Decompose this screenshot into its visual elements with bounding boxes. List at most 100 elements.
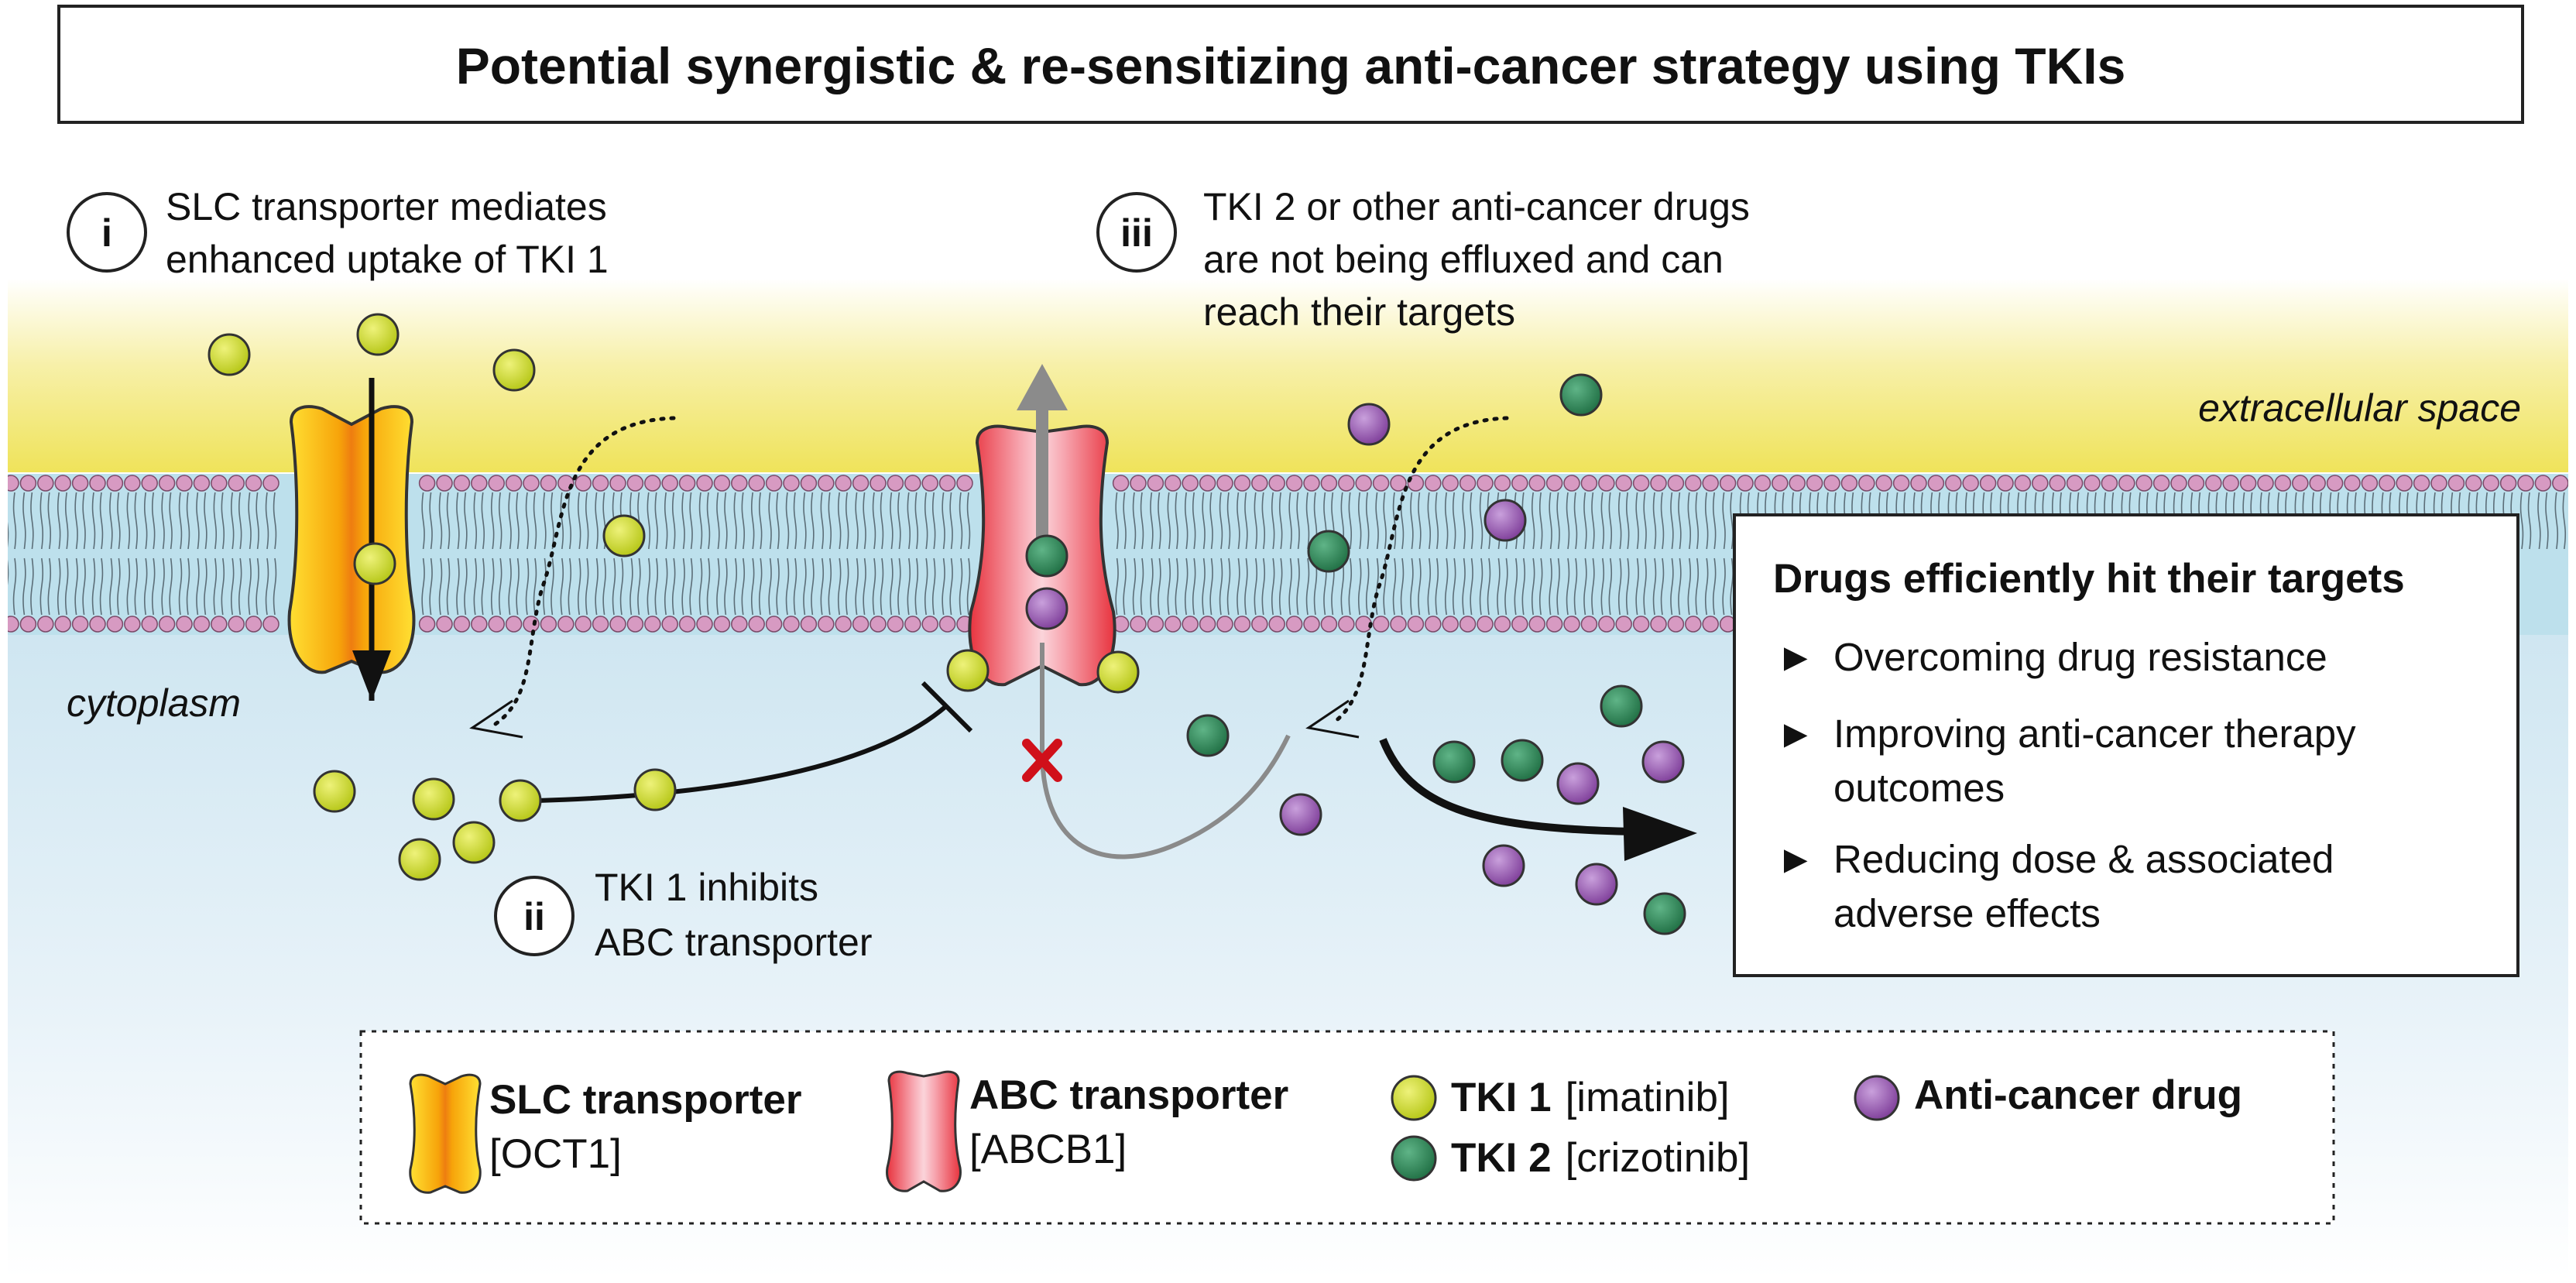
lipid-head (2170, 475, 2187, 492)
tki2-molecule (1186, 714, 1230, 757)
lipid-tail (820, 492, 832, 550)
lipid-tail (1375, 492, 1387, 550)
lipid-head (1320, 475, 1338, 492)
lipid-tail (1167, 557, 1179, 616)
lipid-head (2135, 475, 2152, 492)
lipid-head (1372, 616, 1390, 633)
lipid-tail (1704, 557, 1717, 616)
lipid-tail (698, 557, 711, 616)
lipid-tail (1254, 492, 1266, 550)
lipid-tail (1150, 557, 1161, 616)
lipid-tail (577, 557, 589, 616)
lipid-head (106, 475, 124, 492)
tki1-molecule (1096, 650, 1140, 694)
lipid-head (1233, 616, 1251, 633)
lipid-head (1580, 475, 1598, 492)
lipid-head (1199, 616, 1216, 633)
lipid-head (713, 616, 731, 633)
lipid-head (1719, 475, 1737, 492)
lipid-head (1494, 475, 1511, 492)
tki1-molecule (499, 779, 542, 822)
lipid-head (731, 616, 748, 633)
lipid-head (89, 475, 106, 492)
lipid-tail (577, 492, 589, 550)
lipid-head (1477, 616, 1494, 633)
lipid-tail (803, 557, 815, 616)
lipid-head (1285, 475, 1303, 492)
lipid-head (1147, 616, 1165, 633)
tki1-molecule (602, 514, 646, 557)
legend-slc-icon (409, 1073, 482, 1194)
legend-tki2-label: TKI 2[crizotinib] (1451, 1135, 1750, 1181)
lipid-tail (248, 557, 259, 616)
lipid-head (193, 475, 211, 492)
lipid-head (592, 616, 609, 633)
lipid-tail (178, 557, 190, 616)
tki2-molecule (1600, 684, 1643, 728)
lipid-tail (1462, 557, 1473, 616)
tki1-molecule (412, 777, 455, 821)
lipid-head (1182, 475, 1199, 492)
lipid-tail (716, 557, 728, 616)
lipid-head (1130, 475, 1147, 492)
step-iii: iii TKI 2 or other anti-cancer drugs are… (1096, 185, 1750, 334)
lipid-tail (508, 492, 520, 550)
lipid-tail (942, 557, 953, 616)
lipid-tail (109, 557, 121, 616)
lipid-head (2049, 475, 2066, 492)
extracellular-label: extracellular space (2198, 386, 2521, 430)
lipid-tail (1357, 557, 1370, 616)
lipid-head (1528, 475, 1545, 492)
lipid-head (418, 616, 436, 633)
lipid-head (2239, 475, 2257, 492)
lipid-head (852, 475, 870, 492)
lipid-head (1563, 616, 1580, 633)
lipid-head (1806, 475, 1823, 492)
outcome-item-2-line2: outcomes (1833, 766, 2005, 810)
lipid-head (471, 616, 488, 633)
lipid-head (1545, 475, 1563, 492)
lipid-tail (1357, 492, 1370, 550)
lipid-tail (647, 492, 659, 550)
lipid-head (609, 475, 626, 492)
lipid-head (523, 475, 540, 492)
lipid-tail (22, 492, 34, 550)
lipid-head (626, 475, 644, 492)
lipid-head (1754, 475, 1772, 492)
lipid-head (1685, 475, 1702, 492)
lipid-head (731, 475, 748, 492)
lipid-head (1667, 475, 1685, 492)
lipid-tail (508, 557, 520, 616)
legend-tki1-name: TKI 1 (1451, 1075, 1552, 1120)
play-triangle-icon: ► (1776, 712, 1815, 756)
lipid-tail (213, 492, 225, 550)
lipid-head (1789, 475, 1806, 492)
lipid-tail (1219, 557, 1231, 616)
lipid-head (540, 616, 557, 633)
lipid-head (2326, 475, 2344, 492)
anti-cancer-drug-molecule (1484, 499, 1527, 542)
lipid-head (1840, 475, 1858, 492)
lipid-head (1251, 475, 1268, 492)
lipid-head (1667, 616, 1685, 633)
tki2-molecule (1025, 534, 1068, 578)
lipid-head (1425, 616, 1442, 633)
lipid-tail (1444, 557, 1456, 616)
legend-tki2-dot (1391, 1135, 1437, 1182)
lipid-tail (1132, 557, 1144, 616)
lipid-head (678, 616, 696, 633)
lipid-tail (22, 557, 34, 616)
lipid-tail (1271, 557, 1283, 616)
lipid-head (2066, 475, 2084, 492)
lipid-head (1511, 616, 1528, 633)
lipid-tail (942, 492, 953, 550)
lipid-head (2552, 475, 2568, 492)
lipid-tail (1600, 557, 1613, 616)
lipid-head (921, 616, 938, 633)
lipid-tail (1687, 557, 1700, 616)
lipid-tail (1150, 492, 1161, 550)
lipid-head (904, 475, 921, 492)
lipid-tail (1635, 557, 1647, 616)
lipid-tail (785, 557, 797, 616)
lipid-head (2447, 475, 2465, 492)
